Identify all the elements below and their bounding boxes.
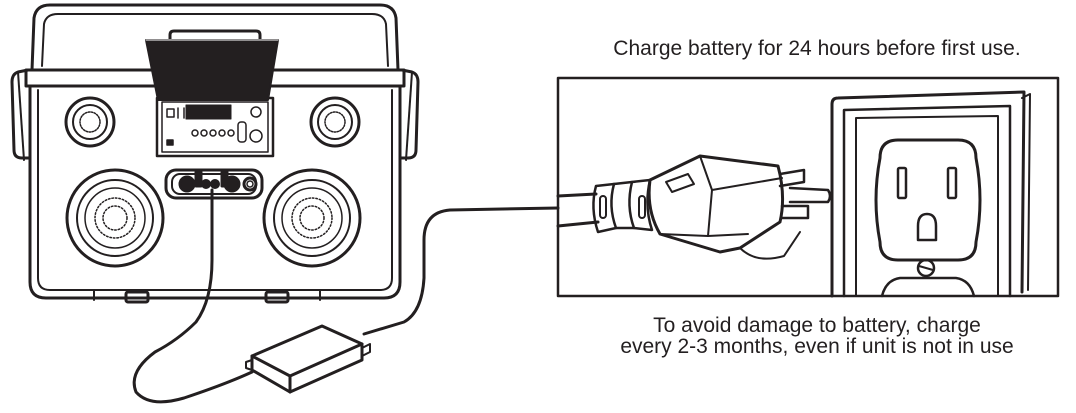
wall-outlet (830, 90, 1031, 298)
power-adapter-brick (245, 324, 371, 394)
charge-first-use-instruction: Charge battery for 24 hours before first… (613, 37, 1021, 60)
charge-maintenance-instruction: To avoid damage to battery, charge every… (558, 315, 1076, 357)
ac-power-plug (556, 154, 832, 260)
charge-maintenance-line-2: every 2-3 months, even if unit is not in… (620, 335, 1014, 358)
ac-cable (362, 206, 560, 336)
open-lid-flap (145, 39, 279, 101)
plug-outlet-panel (556, 76, 1060, 298)
dc-cable (132, 188, 254, 404)
cooler-speaker-unit (10, 3, 420, 304)
charge-maintenance-line-1: To avoid damage to battery, charge (653, 314, 981, 337)
